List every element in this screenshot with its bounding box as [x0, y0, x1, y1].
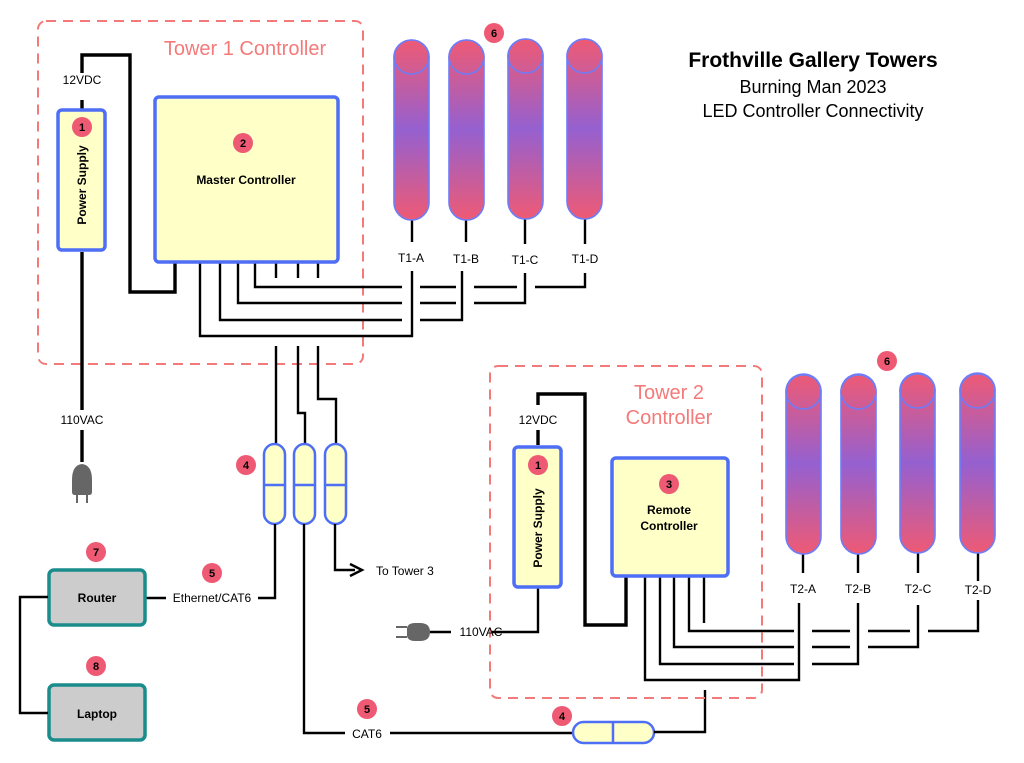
remote-controller[interactable]: 3 Remote Controller — [610, 456, 730, 578]
svg-text:2: 2 — [240, 138, 246, 150]
tube-label-t2-a: T2-A — [790, 582, 816, 596]
tower1-power-supply[interactable]: 1 Power Supply — [56, 108, 107, 252]
coupler-wiring — [258, 524, 575, 735]
to-tower3-label: To Tower 3 — [376, 564, 434, 578]
tower1-controller-zone — [37, 20, 364, 365]
power-supply-label: Power Supply — [75, 145, 89, 225]
master-controller-label: Master Controller — [196, 173, 296, 187]
badge-1 — [72, 117, 92, 137]
svg-text:6: 6 — [884, 356, 890, 368]
svg-text:4: 4 — [243, 460, 250, 472]
led-tube-t1-b[interactable] — [448, 39, 485, 221]
tower1-110vac-label: 110VAC — [61, 413, 104, 427]
cat6-cable-label: CAT6 — [352, 727, 382, 741]
tube-label-t2-c: T2-C — [905, 582, 932, 596]
diagram-title: Frothville Gallery Towers — [688, 49, 937, 72]
ethernet-badge — [202, 563, 222, 583]
svg-text:7: 7 — [93, 547, 99, 559]
led-tube-t2-c[interactable] — [899, 372, 936, 554]
badge-1 — [528, 455, 548, 475]
tubes-badge-t2 — [877, 351, 897, 371]
tube-label-t1-b: T1-B — [453, 252, 479, 266]
remote-controller-label-line1: Remote — [647, 503, 691, 517]
led-tube-t2-d[interactable] — [959, 372, 996, 554]
tower1-wiring — [80, 53, 587, 462]
svg-text:5: 5 — [364, 704, 370, 716]
cat6-couplers — [262, 442, 348, 526]
tube-label-t2-d: T2-D — [965, 583, 992, 597]
laptop[interactable]: Laptop — [47, 683, 147, 742]
svg-text:1: 1 — [535, 460, 541, 472]
tower2-12vdc-label: 12VDC — [519, 413, 558, 427]
laptop-label: Laptop — [77, 707, 117, 721]
router-label: Router — [78, 591, 117, 605]
badge-3 — [659, 474, 679, 494]
tower2-controller-zone — [489, 365, 763, 699]
diagram-subtitle-event: Burning Man 2023 — [739, 77, 886, 97]
svg-text:3: 3 — [666, 479, 672, 491]
svg-text:5: 5 — [209, 568, 215, 580]
svg-text:4: 4 — [559, 711, 566, 723]
tower1-plug-icon — [72, 464, 92, 503]
led-tube-t1-c[interactable] — [507, 38, 544, 220]
svg-text:6: 6 — [491, 28, 497, 40]
master-controller[interactable]: 2 Master Controller — [153, 95, 340, 264]
tube-label-t1-a: T1-A — [398, 251, 424, 265]
tower1-zone-label: Tower 1 Controller — [164, 38, 327, 60]
couplers-badge — [236, 455, 256, 475]
led-tube-t2-a[interactable] — [785, 373, 822, 555]
svg-text:8: 8 — [93, 661, 99, 673]
ethernet-cable-label: Ethernet/CAT6 — [173, 591, 252, 605]
coupler-2[interactable] — [292, 442, 317, 526]
cat6-badge — [357, 699, 377, 719]
coupler-tower2[interactable] — [571, 720, 656, 745]
svg-text:1: 1 — [79, 122, 85, 134]
remote-controller-label-line2: Controller — [640, 519, 698, 533]
tower2-wiring — [492, 392, 980, 682]
tower2-110vac-label: 110VAC — [460, 625, 503, 639]
coupler-3[interactable] — [323, 442, 348, 526]
tower2-zone-label-line1: Tower 2 — [634, 382, 704, 404]
led-tube-t2-b[interactable] — [840, 373, 877, 555]
tower2-power-supply[interactable]: 1 Power Supply — [512, 445, 563, 589]
tower2-led-tubes — [785, 372, 996, 555]
router-badge — [86, 542, 106, 562]
laptop-badge — [86, 656, 106, 676]
diagram-subtitle-topic: LED Controller Connectivity — [702, 101, 923, 121]
router-laptop-link — [18, 595, 48, 715]
bottom-coupler-badge — [552, 706, 572, 726]
tubes-badge-t1 — [484, 23, 504, 43]
tube-label-t1-d: T1-D — [572, 252, 599, 266]
title-block: Frothville Gallery Towers Burning Man 20… — [688, 49, 937, 121]
router[interactable]: Router — [47, 568, 147, 627]
badge-2 — [233, 133, 253, 153]
tower1-led-tubes — [393, 38, 603, 221]
tube-label-t2-b: T2-B — [845, 582, 871, 596]
coupler-1[interactable] — [262, 442, 287, 526]
tube-label-t1-c: T1-C — [512, 253, 539, 267]
power-supply-label: Power Supply — [531, 488, 545, 568]
tower2-plug-icon — [396, 623, 451, 641]
tower1-12vdc-label: 12VDC — [63, 73, 102, 87]
led-tube-t1-a[interactable] — [393, 39, 430, 221]
tower2-zone-label-line2: Controller — [626, 407, 713, 429]
led-tube-t1-d[interactable] — [566, 38, 603, 220]
